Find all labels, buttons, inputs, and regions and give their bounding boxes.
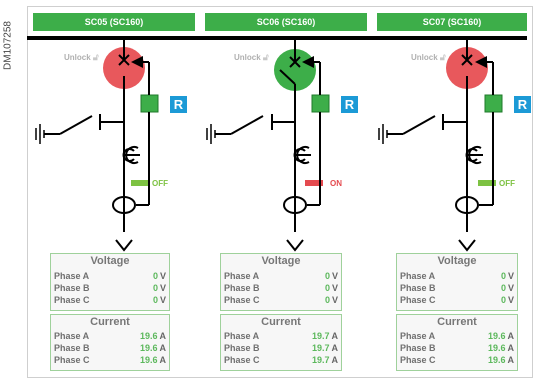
status-indicator-bar-sc07 xyxy=(478,180,496,186)
panel-title: Current xyxy=(437,316,477,328)
circuit-header-label: SC05 (SC160) xyxy=(84,17,144,27)
padlock-icon: 🔓︎ xyxy=(439,52,446,62)
panel-title: Voltage xyxy=(261,255,301,267)
breaker-cross-icon xyxy=(118,54,130,66)
busbar xyxy=(27,36,527,40)
panel-title: Current xyxy=(90,316,130,328)
circuit-header-label: SC07 (SC160) xyxy=(422,17,482,27)
remote-r-label: R xyxy=(517,97,528,112)
remote-r-label: R xyxy=(173,97,184,112)
circuit-header-sc06[interactable]: SC06 (SC160) xyxy=(205,13,367,31)
unlock-control-sc07[interactable]: Unlock 🔓︎ xyxy=(411,52,446,63)
earth-switch-icon-sc07 xyxy=(378,115,436,144)
unlock-control-sc06[interactable]: Unlock 🔓︎ xyxy=(234,52,269,63)
status-text-sc07: OFF xyxy=(499,179,515,188)
circuit-header-label: SC06 (SC160) xyxy=(256,17,316,27)
unlock-label: Unlock xyxy=(411,53,438,62)
unlock-control-sc05[interactable]: Unlock 🔓︎ xyxy=(64,52,99,63)
status-indicator-bar-sc06 xyxy=(305,180,323,186)
padlock-icon: 🔓︎ xyxy=(92,52,99,62)
circuit-schematic-sc06 xyxy=(206,40,330,252)
unlock-label: Unlock xyxy=(234,53,261,62)
status-text-sc06: ON xyxy=(330,179,342,188)
earth-switch-icon-sc06 xyxy=(206,115,264,144)
current-transformer-icon xyxy=(455,196,479,214)
circuit-header-sc07[interactable]: SC07 (SC160) xyxy=(377,13,527,31)
remote-r-badge-sc07[interactable]: R xyxy=(514,96,531,113)
remote-r-badge-sc06[interactable]: R xyxy=(341,96,358,113)
feeder-arrow-icon xyxy=(115,239,133,252)
breaker-cross-icon xyxy=(289,56,301,68)
feeder-arrow-icon xyxy=(286,239,304,252)
circuit-schematic-sc05 xyxy=(35,40,159,252)
current-transformer-icon xyxy=(283,196,307,214)
panel-title: Current xyxy=(261,316,301,328)
current-transformer-icon xyxy=(112,196,136,214)
padlock-icon: 🔓︎ xyxy=(262,52,269,62)
breaker-cross-icon xyxy=(461,54,473,66)
panel-title: Voltage xyxy=(437,255,477,267)
diagram-frame xyxy=(27,6,533,378)
panel-title: Voltage xyxy=(90,255,130,267)
remote-control-box-sc06[interactable] xyxy=(311,94,330,113)
circuit-schematic-sc07 xyxy=(378,40,503,252)
feeder-arrow-icon xyxy=(458,239,476,252)
unlock-label: Unlock xyxy=(64,53,91,62)
remote-r-label: R xyxy=(344,97,355,112)
status-text-sc05: OFF xyxy=(152,179,168,188)
earth-switch-icon-sc05 xyxy=(35,115,93,144)
status-indicator-bar-sc05 xyxy=(131,180,149,186)
circuit-header-sc05[interactable]: SC05 (SC160) xyxy=(33,13,195,31)
remote-control-box-sc05[interactable] xyxy=(140,94,159,113)
remote-control-box-sc07[interactable] xyxy=(484,94,503,113)
remote-r-badge-sc05[interactable]: R xyxy=(170,96,187,113)
